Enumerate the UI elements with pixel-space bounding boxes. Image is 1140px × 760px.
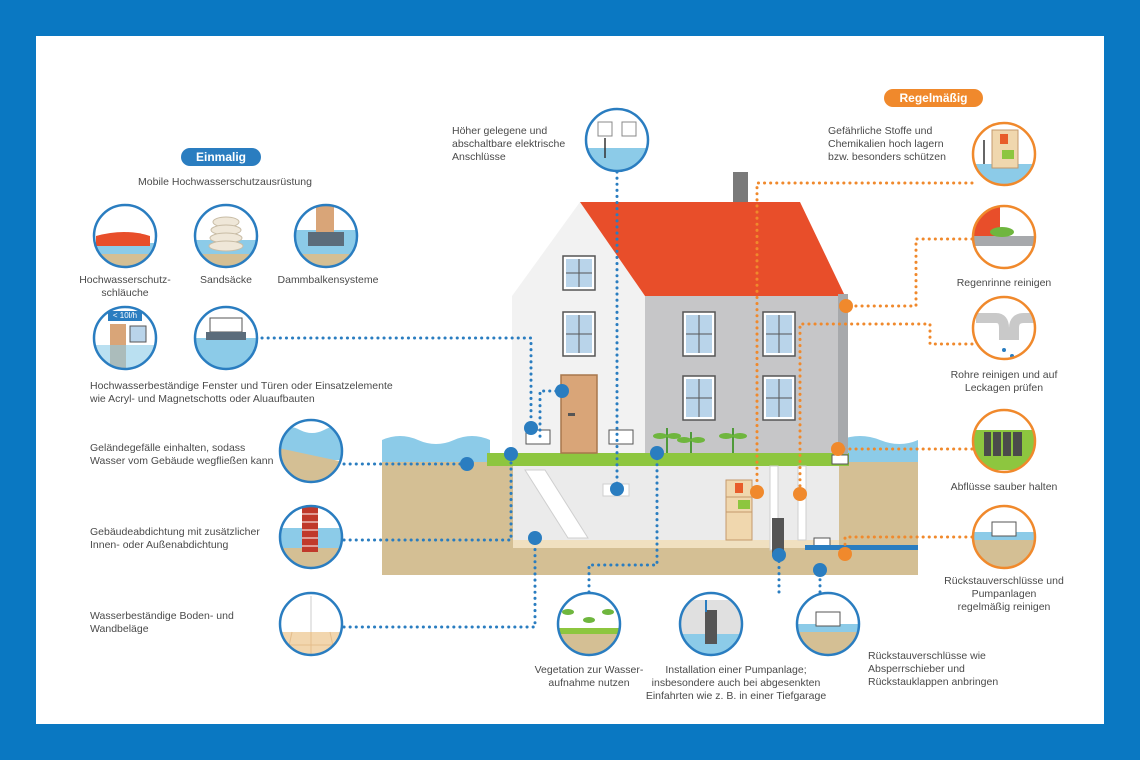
- label-windows-line2: wie Acryl- und Magnetschotts oder Aluauf…: [90, 393, 315, 405]
- label-floor: Wasserbeständige Boden- und Wandbeläge: [90, 610, 280, 636]
- label-pump-line1: Installation einer Pumpanlage;: [665, 664, 807, 676]
- label-pipes-line1: Rohre reinigen und auf: [950, 369, 1058, 381]
- label-vegetation-line1: Vegetation zur Wasser-: [534, 664, 644, 676]
- label-electric: Höher gelegene und abschaltbare elektris…: [452, 125, 582, 164]
- icon-circle-chemicals: [971, 121, 1037, 187]
- icon-circle-pump: [678, 591, 744, 657]
- label-pipes-line2: Leckagen prüfen: [964, 382, 1044, 394]
- label-hoses-line1: Hochwasserschutz-: [79, 274, 171, 286]
- icon-circle-drain: [971, 408, 1037, 474]
- icon-circle-sealing: [278, 504, 344, 570]
- label-slope-line1: Geländegefälle einhalten, sodass: [90, 442, 246, 454]
- section-once-badge: Einmalig: [181, 148, 261, 166]
- label-beams: Dammbalkensysteme: [277, 274, 379, 286]
- label-chemicals-line2: Chemikalien hoch lagern: [828, 138, 944, 150]
- label-gutter: Regenrinne reinigen: [956, 277, 1052, 289]
- house: [512, 172, 849, 465]
- icon-circle-gutter: [971, 204, 1037, 270]
- label-chemicals: Gefährliche Stoffe und Chemikalien hoch …: [828, 125, 968, 164]
- connector-lines: [260, 170, 974, 629]
- label-electric-line3: Anschlüsse: [452, 151, 506, 163]
- label-windows: Hochwasserbeständige Fenster und Türen o…: [90, 380, 410, 406]
- basement: [513, 465, 918, 556]
- label-chemicals-line1: Gefährliche Stoffe und: [828, 125, 933, 137]
- icon-circle-floor: [278, 591, 344, 657]
- icon-circle-door: [92, 305, 158, 371]
- label-electric-line1: Höher gelegene und: [452, 125, 548, 137]
- mobile-protection-heading: Mobile Hochwasserschutzausrüstung: [138, 176, 312, 188]
- label-backflow-clean-line1: Rückstauverschlüsse und: [944, 575, 1064, 587]
- label-chemicals-line3: bzw. besonders schützen: [828, 151, 946, 163]
- label-sandbags: Sandsäcke: [200, 274, 252, 286]
- door-flow-sign: < 10l/h: [112, 311, 138, 320]
- label-windows-line1: Hochwasserbeständige Fenster und Türen o…: [90, 380, 393, 392]
- icon-circle-socket: [584, 107, 650, 173]
- label-vegetation: Vegetation zur Wasser- aufnahme nutzen: [524, 664, 654, 690]
- label-drains: Abflüsse sauber halten: [950, 481, 1058, 493]
- icon-circle-vegetation: [556, 591, 622, 657]
- label-pump-line2: insbesondere auch bei abgesenkten: [651, 677, 821, 689]
- icon-circle-pipes: [971, 295, 1037, 361]
- label-backflow-clean-line3: regelmäßig reinigen: [957, 601, 1051, 613]
- connector-dots: [460, 299, 853, 577]
- label-pipes: Rohre reinigen und auf Leckagen prüfen: [940, 369, 1068, 395]
- label-sealing-line2: Innen- oder Außenabdichtung: [90, 539, 229, 551]
- label-electric-line2: abschaltbare elektrische: [452, 138, 566, 150]
- label-slope: Geländegefälle einhalten, sodass Wasser …: [90, 442, 280, 468]
- label-vegetation-line2: aufnahme nutzen: [548, 677, 630, 689]
- label-floor-line1: Wasserbeständige Boden- und: [90, 610, 234, 622]
- label-hoses-line2: schläuche: [101, 287, 149, 299]
- icon-circle-backflow-valve: [795, 591, 861, 657]
- label-floor-line2: Wandbeläge: [90, 623, 149, 635]
- label-backflow-clean-line2: Pumpanlagen: [971, 588, 1037, 600]
- label-sealing-line1: Gebäudeabdichtung mit zusätzlicher: [90, 526, 260, 538]
- label-sealing: Gebäudeabdichtung mit zusätzlicher Innen…: [90, 526, 280, 552]
- icon-circle-hoses: [92, 203, 158, 269]
- label-backflow-install: Rückstauverschlüsse wie Absperrschieber …: [868, 650, 1018, 689]
- icon-circle-beams: [293, 203, 359, 269]
- label-backflow-install-line2: Absperrschieber und: [868, 663, 965, 675]
- label-hoses: Hochwasserschutz- schläuche: [70, 274, 180, 300]
- label-pump-line3: Einfahrten wie z. B. in einer Tiefgarage: [645, 690, 827, 702]
- label-slope-line2: Wasser vom Gebäude wegfließen kann: [90, 455, 274, 467]
- label-backflow-install-line1: Rückstauverschlüsse wie: [868, 650, 986, 662]
- icon-circle-backflow-clean: [971, 504, 1037, 570]
- section-regular-badge: Regelmäßig: [884, 89, 983, 107]
- icon-circle-slope: [278, 418, 344, 484]
- icon-circle-sandbags: [193, 203, 259, 269]
- icon-circle-window: [193, 305, 259, 371]
- label-backflow-install-line3: Rückstauklappen anbringen: [868, 676, 999, 688]
- label-backflow-clean: Rückstauverschlüsse und Pumpanlagen rege…: [934, 575, 1074, 614]
- label-pump: Installation einer Pumpanlage; insbesond…: [636, 664, 836, 703]
